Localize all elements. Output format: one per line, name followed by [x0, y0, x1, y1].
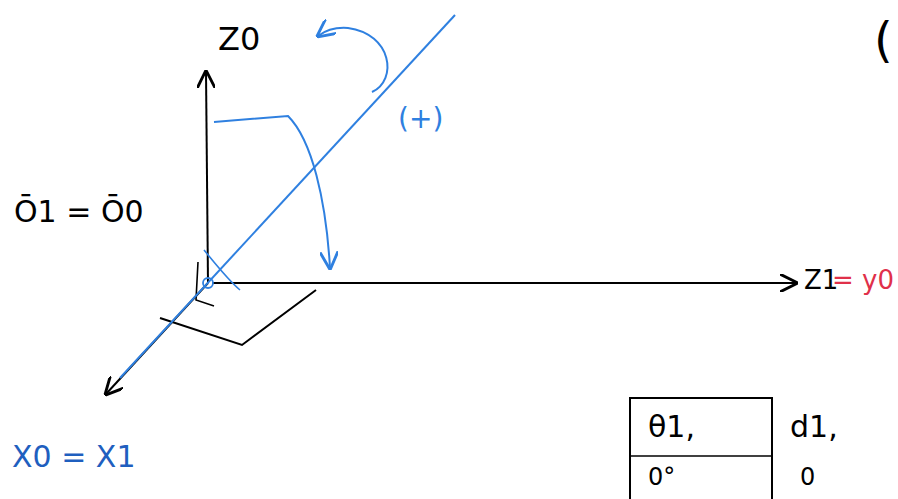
- table-rule: [630, 455, 772, 456]
- z1-axis: [212, 282, 796, 284]
- rotation-sign: (+): [398, 104, 443, 135]
- parameter-cell: 0: [800, 464, 815, 490]
- origin-mark: [196, 262, 214, 306]
- plane-mark: [160, 290, 316, 345]
- origin-label: Ō1 = Ō0: [14, 195, 144, 228]
- rotation-hint: [204, 250, 240, 290]
- axis-label: X0 = X1: [12, 440, 136, 473]
- axis-equality: = y0: [832, 266, 894, 295]
- rotation-arrow: [318, 28, 387, 92]
- rotation-axis: [120, 15, 455, 378]
- z0-axis: [206, 72, 208, 283]
- parameter-cell: θ1,: [648, 410, 695, 443]
- parameter-cell: d1,: [790, 410, 838, 443]
- bracket-mark: (: [874, 14, 893, 67]
- rotation-path: [214, 116, 330, 268]
- parameter-cell: 0°: [648, 464, 675, 490]
- axis-label: Z0: [218, 22, 260, 57]
- table-box: [630, 398, 772, 499]
